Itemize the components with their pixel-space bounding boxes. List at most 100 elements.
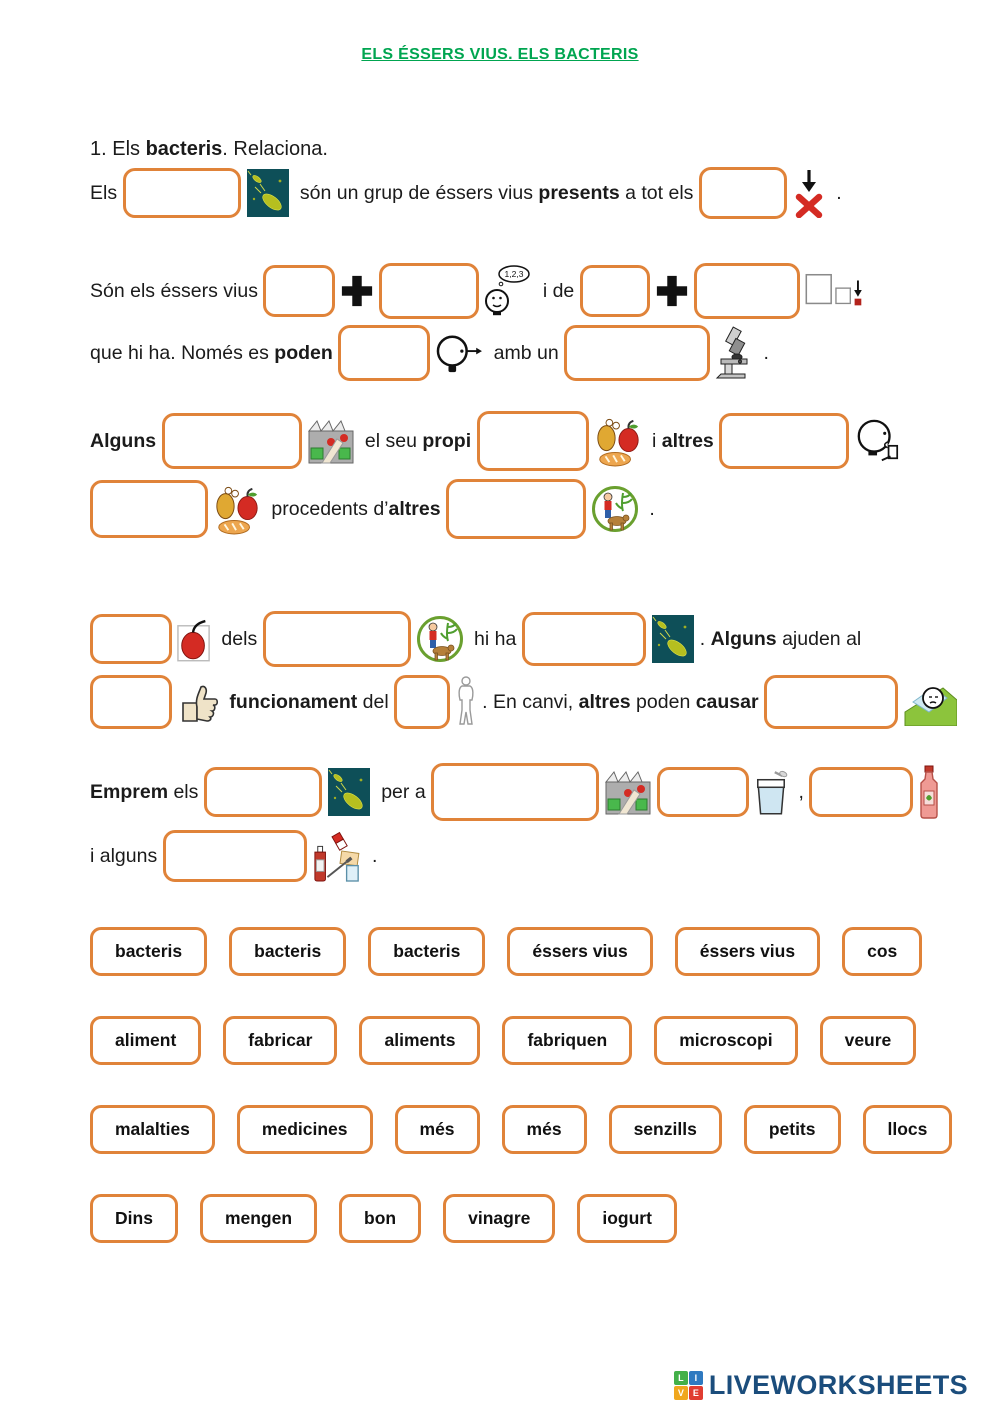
word-bank-item[interactable]: bacteris (368, 927, 486, 976)
thumbs-up-icon (177, 681, 219, 723)
answer-blank[interactable] (657, 767, 750, 817)
bacteria-icon (651, 615, 695, 663)
text-segment: hi ha (468, 627, 522, 650)
answer-blank[interactable] (161, 413, 302, 469)
word-bank-item[interactable]: iogurt (577, 1194, 677, 1243)
exercise-line-2: Són els éssers vius 1,2,3 i de (90, 263, 972, 319)
word-bank-row: aliment fabricar aliments fabriquen microsco… (90, 1016, 972, 1065)
exercise-line-5: procedents d’altres . (90, 479, 972, 539)
word-bank-item[interactable]: éssers vius (674, 927, 821, 976)
word-bank-item[interactable]: vinagre (443, 1194, 556, 1243)
text-segment: el seu (359, 429, 423, 452)
text-segment: . (699, 627, 711, 650)
answer-blank[interactable] (122, 168, 241, 218)
text-segment: propi (422, 429, 472, 452)
plus-icon (655, 274, 689, 308)
word-bank-item[interactable]: bon (339, 1194, 422, 1243)
text-segment: 1. Els (90, 138, 146, 160)
word-bank-item[interactable]: microscopi (654, 1016, 798, 1065)
answer-blank[interactable] (693, 263, 800, 319)
answer-blank[interactable] (719, 413, 850, 469)
word-bank-item[interactable]: petits (743, 1105, 841, 1154)
word-bank-item[interactable]: veure (819, 1016, 917, 1065)
plus-icon (340, 274, 374, 308)
exercise-line-9: i alguns . (90, 829, 972, 883)
text-segment: . En canvi, (482, 690, 579, 713)
answer-blank[interactable] (564, 325, 711, 381)
bacteria-icon (327, 768, 371, 816)
text-segment: presents (538, 181, 620, 204)
word-bank-item[interactable]: bacteris (90, 927, 208, 976)
answer-blank[interactable] (764, 675, 899, 729)
exercise-line-1: Els són un grup de éssers vius presents … (90, 167, 972, 219)
word-bank-item[interactable]: llocs (862, 1105, 953, 1154)
svg-text:1,2,3: 1,2,3 (505, 269, 524, 279)
answer-blank[interactable] (809, 767, 914, 817)
text-segment: . (758, 341, 769, 364)
answer-blank[interactable] (431, 763, 600, 821)
word-bank-item[interactable]: medicines (236, 1105, 373, 1154)
answer-blank[interactable] (203, 767, 322, 817)
word-bank-item[interactable]: més (394, 1105, 480, 1154)
answer-blank[interactable] (262, 611, 411, 667)
logo-tile: L (673, 1371, 688, 1385)
see-icon (435, 331, 483, 375)
human-body-icon (455, 676, 477, 728)
word-bank-item[interactable]: cos (842, 927, 923, 976)
text-segment: Són els éssers vius (90, 279, 264, 302)
text-segment: Alguns (710, 627, 777, 650)
food-icon (594, 414, 642, 468)
logo-tile: I (688, 1371, 703, 1385)
text-segment: per a (375, 780, 432, 803)
medicines-icon (312, 829, 362, 883)
answer-blank[interactable] (445, 479, 586, 539)
text-segment: altres (661, 429, 714, 452)
text-segment: altres (388, 497, 441, 520)
text-segment (156, 430, 161, 453)
exercise: 1. Els bacteris. Relaciona.Els són un gr… (0, 138, 1000, 883)
factory-icon (307, 417, 355, 465)
answer-blank[interactable] (521, 612, 646, 666)
text-segment: , (793, 780, 810, 803)
counting-face-icon: 1,2,3 (484, 264, 532, 318)
places-x-icon (792, 168, 826, 218)
word-bank-item[interactable]: malalties (90, 1105, 215, 1154)
nature-icon (416, 615, 464, 663)
word-bank-item[interactable]: aliment (90, 1016, 202, 1065)
answer-blank[interactable] (90, 480, 208, 538)
text-segment: . (366, 844, 378, 867)
factory-icon (604, 768, 652, 816)
answer-blank[interactable] (162, 830, 307, 882)
word-bank-item[interactable]: fabriquen (502, 1016, 633, 1065)
answer-blank[interactable] (394, 675, 451, 729)
exercise-line-3: que hi ha. Només es poden amb un . (90, 325, 972, 381)
word-bank-item[interactable]: més (501, 1105, 587, 1154)
text-segment: els (168, 780, 204, 803)
word-bank-item[interactable]: mengen (199, 1194, 318, 1243)
answer-blank[interactable] (476, 411, 589, 471)
word-bank: bacteris bacteris bacteris éssers vius ésser… (0, 883, 1000, 1243)
word-bank-item[interactable]: fabricar (223, 1016, 338, 1065)
vinegar-icon (918, 765, 940, 819)
exercise-line-4: Alguns el seu propi i altres (90, 411, 972, 471)
answer-blank[interactable] (90, 675, 172, 729)
answer-blank[interactable] (379, 263, 480, 319)
word-bank-item[interactable]: éssers vius (507, 927, 653, 976)
word-bank-item[interactable]: bacteris (229, 927, 347, 976)
word-bank-item[interactable]: senzills (608, 1105, 722, 1154)
text-segment: són un grup de éssers vius (294, 181, 539, 204)
answer-blank[interactable] (263, 265, 336, 317)
answer-blank[interactable] (698, 167, 787, 219)
answer-blank[interactable] (338, 325, 431, 381)
text-segment: ajuden al (776, 627, 862, 650)
size-squares-icon (805, 269, 865, 313)
text-segment: . Relaciona. (222, 138, 328, 160)
answer-blank[interactable] (90, 614, 172, 664)
exercise-line-8: Emprem els per a , (90, 763, 972, 821)
text-segment: a tot els (619, 181, 699, 204)
answer-blank[interactable] (579, 265, 650, 317)
word-bank-item[interactable]: aliments (359, 1016, 481, 1065)
word-bank-item[interactable]: Dins (90, 1194, 178, 1243)
text-segment: Alguns (90, 429, 157, 452)
